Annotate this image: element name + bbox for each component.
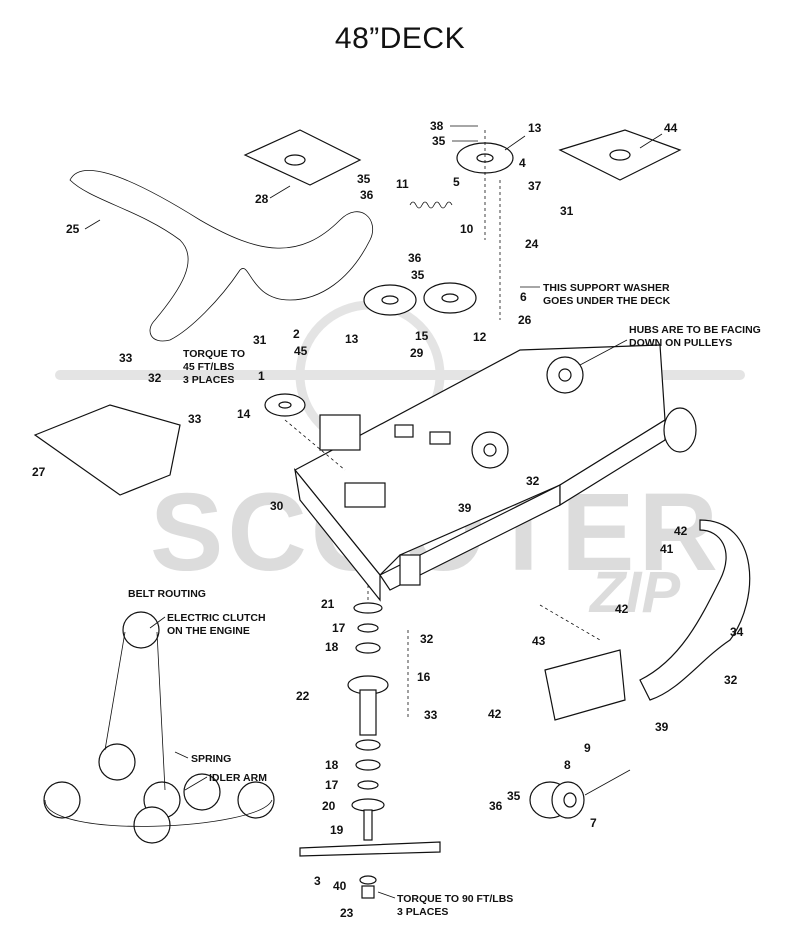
callout: 13 [345,332,359,346]
callout: 24 [525,237,539,251]
callout: 3 [314,874,321,888]
note-torque-45: 45 FT/LBS [183,361,234,373]
note-spring: SPRING [191,753,231,765]
callout: 9 [584,741,591,755]
callout: 18 [325,758,339,772]
callout: 29 [410,346,424,360]
callout: 41 [660,542,674,556]
callout: 18 [325,640,339,654]
callout: 27 [32,465,46,479]
spring-11 [409,201,453,209]
callout: 11 [396,177,409,191]
callout: 31 [560,204,574,218]
callout: 44 [664,121,678,135]
callout: 16 [417,670,431,684]
anti-scalp-wheel-7 [529,769,631,819]
callout: 33 [119,351,133,365]
pulley-13b [363,284,417,316]
callout: 15 [415,329,429,343]
note-electric-clutch: ON THE ENGINE [167,625,250,637]
note-torque-90: 3 PLACES [397,906,448,918]
callout: 33 [424,708,438,722]
callout: 35 [432,134,446,148]
callout: 31 [253,333,267,347]
note-idler-arm: IDLER ARM [209,772,267,784]
callout: 17 [332,621,346,635]
callout: 28 [255,192,269,206]
callout: 5 [453,175,460,189]
callout: 35 [411,268,425,282]
callout: 42 [488,707,502,721]
callout: 43 [532,634,546,648]
assembly-lines [284,130,601,720]
callout: 32 [420,632,434,646]
callout: 2 [293,327,300,341]
callout: 39 [458,501,472,515]
diagram-title: 48”DECK [334,22,466,55]
callout: 36 [360,188,374,202]
callout: 33 [188,412,202,426]
callout: 14 [237,407,251,421]
note-hubs: DOWN ON PULLEYS [629,337,732,349]
callout: 20 [322,799,336,813]
discharge-chute-41 [639,519,751,701]
callout: 32 [724,673,738,687]
note-support-washer: THIS SUPPORT WASHER [543,282,670,294]
mount-plate-43 [544,649,626,721]
callout: 35 [507,789,521,803]
notes: TORQUE TO 45 FT/LBS 3 PLACES THIS SUPPOR… [128,282,761,918]
callout: 36 [489,799,503,813]
callout: 30 [270,499,284,513]
belt-shield-27 [33,404,181,496]
callout: 21 [321,597,335,611]
callout: 10 [460,222,474,236]
pulley-12 [423,282,477,314]
note-torque-90: TORQUE TO 90 FT/LBS [397,893,513,905]
callout: 1 [258,369,265,383]
callouts: 38 35 13 44 4 5 37 11 28 35 36 25 31 10 … [32,119,744,920]
pulley-14 [264,393,306,417]
callout: 23 [340,906,354,920]
callout: 42 [615,602,629,616]
callout: 45 [294,344,308,358]
callout: 6 [520,290,527,304]
callout: 25 [66,222,80,236]
callout: 39 [655,720,669,734]
callout: 40 [333,879,347,893]
deck-belt [69,169,373,342]
spindle-assembly [299,602,441,899]
callout: 22 [296,689,310,703]
callout: 34 [730,625,744,639]
deck-shell [294,344,697,602]
note-torque-45: TORQUE TO [183,348,245,360]
note-support-washer: GOES UNDER THE DECK [543,295,671,307]
callout: 4 [519,156,526,170]
callout: 26 [518,313,532,327]
callout: 13 [528,121,542,135]
note-belt-routing: BELT ROUTING [128,588,206,600]
note-torque-45: 3 PLACES [183,374,234,386]
callout: 37 [528,179,542,193]
note-electric-clutch: ELECTRIC CLUTCH [167,612,266,624]
belt-routing-diagram [43,611,275,844]
callout: 8 [564,758,571,772]
callout: 36 [408,251,422,265]
callout: 17 [325,778,339,792]
callout: 12 [473,330,487,344]
callout: 19 [330,823,344,837]
callout: 32 [526,474,540,488]
callout: 42 [674,524,688,538]
leader-lines [84,125,663,899]
note-hubs: HUBS ARE TO BE FACING [629,324,761,336]
callout: 38 [430,119,444,133]
watermark-suffix: ZIP [588,560,681,625]
callout: 7 [590,816,597,830]
callout: 35 [357,172,371,186]
callout: 32 [148,371,162,385]
